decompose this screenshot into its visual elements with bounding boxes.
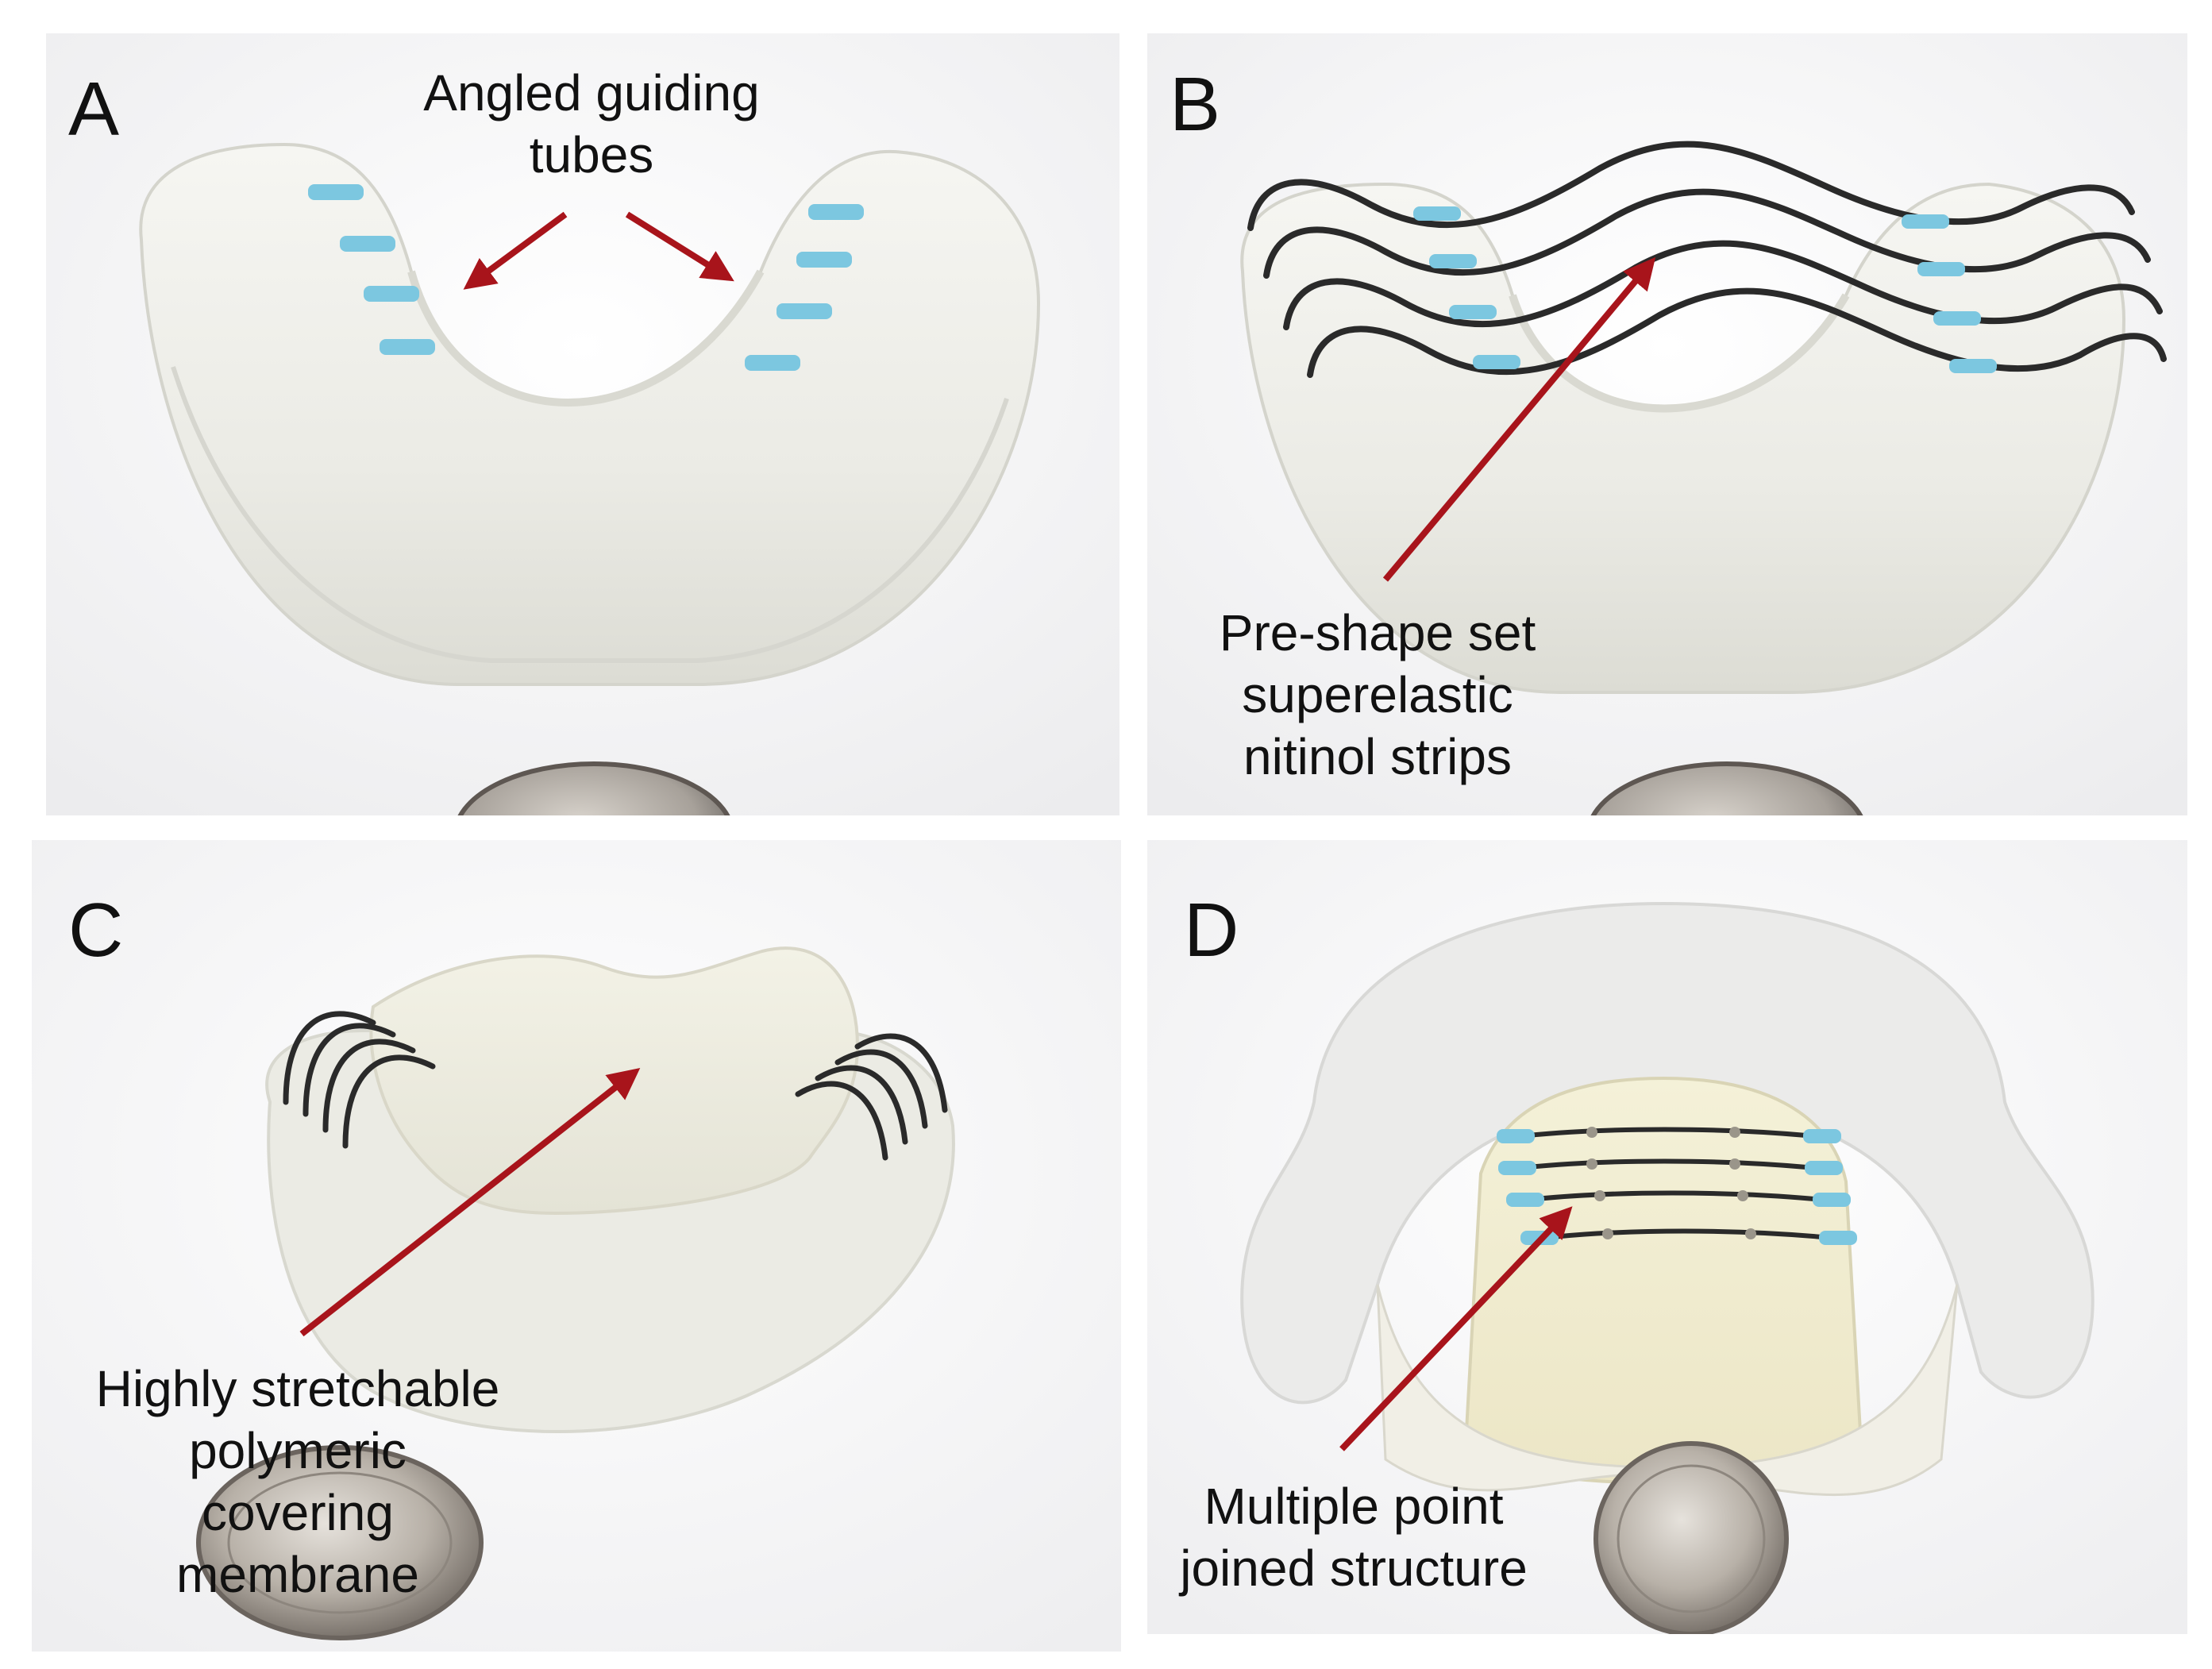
caption-b-line-2: superelastic — [1242, 666, 1513, 724]
caption-c-line-2: polymeric — [189, 1422, 407, 1480]
panel-a: A — [46, 33, 1119, 815]
caption-a: Angled guiding tubes — [369, 62, 814, 186]
caption-c-line-1: Highly stretchable — [95, 1360, 500, 1417]
caption-a-line-1: Angled guiding — [423, 64, 760, 121]
caption-a-line-2: tubes — [529, 126, 654, 184]
photo-d — [1147, 840, 2187, 1634]
caption-c-line-3: covering — [202, 1484, 394, 1542]
panel-label-a: A — [68, 67, 120, 152]
panel-label-b: B — [1170, 62, 1221, 147]
caption-c: Highly stretchable polymeric covering me… — [44, 1358, 552, 1605]
caption-d-line-2: joined structure — [1180, 1540, 1528, 1598]
panel-d: D — [1147, 840, 2187, 1634]
caption-d-line-1: Multiple point — [1204, 1478, 1504, 1535]
photo-a — [46, 33, 1119, 815]
panel-label-c: C — [68, 888, 124, 973]
caption-b-line-1: Pre-shape set — [1219, 604, 1536, 661]
caption-b-line-3: nitinol strips — [1243, 728, 1512, 786]
caption-c-line-4: membrane — [176, 1546, 419, 1604]
caption-d: Multiple point joined structure — [1147, 1475, 1560, 1599]
caption-b: Pre-shape set superelastic nitinol strip… — [1155, 602, 1600, 788]
panel-label-d: D — [1184, 888, 1239, 973]
